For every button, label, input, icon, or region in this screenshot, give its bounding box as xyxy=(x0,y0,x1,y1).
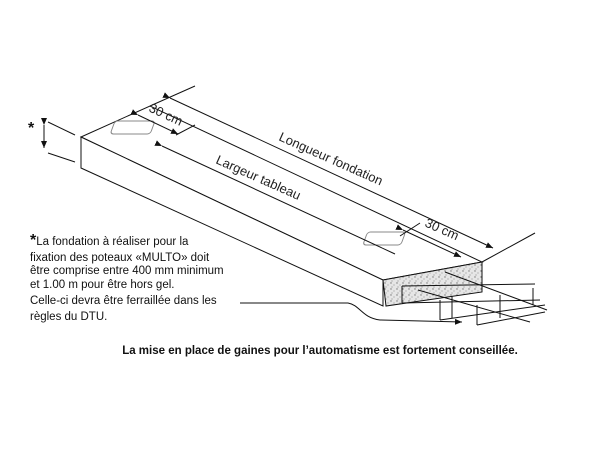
rebar-cage xyxy=(401,271,548,326)
note-leader xyxy=(240,302,463,325)
note-marker: * xyxy=(30,232,37,249)
note-line: règles du DTU. xyxy=(30,311,108,323)
depth-marker: * xyxy=(28,120,35,137)
caption: La mise en place de gaines pour l’automa… xyxy=(122,345,518,357)
foundation-note: *La fondation à réaliser pour la fixatio… xyxy=(30,233,270,330)
note-line: Celle-ci devra être ferraillée dans les xyxy=(30,295,217,307)
beam-end-section xyxy=(382,261,483,307)
note-line: et 1.00 m pour être hors gel. xyxy=(30,279,175,291)
note-line: fixation des poteaux «MULTO» doit xyxy=(30,252,210,264)
note-line: La fondation à réaliser pour la xyxy=(36,236,189,248)
note-line: être comprise entre 400 mm minimum xyxy=(30,265,224,277)
